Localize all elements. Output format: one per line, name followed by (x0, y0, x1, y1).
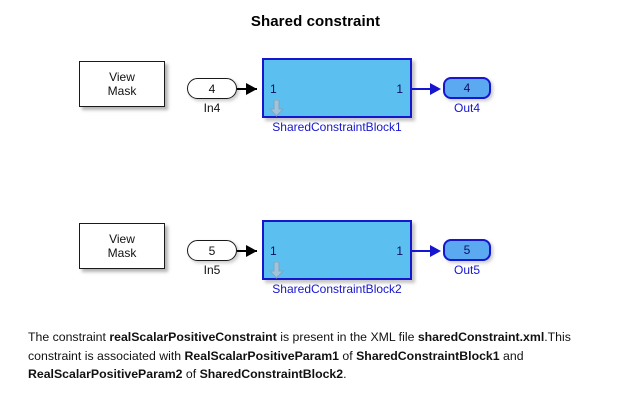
view-mask-button-2[interactable]: View Mask (79, 223, 165, 269)
page-title: Shared constraint (250, 13, 381, 30)
down-arrow-icon (269, 262, 284, 279)
inport-block-in4[interactable]: 4 (187, 78, 237, 99)
block-output-port-number: 1 (396, 244, 403, 258)
caption-seg-9: and (499, 348, 524, 363)
outport-number: 5 (463, 243, 471, 257)
block-label-1: SharedConstraintBlock1 (272, 120, 402, 134)
caption-seg-5: .This constraint is associated with (28, 330, 571, 363)
inport-number: 5 (208, 243, 216, 258)
signal-arrow-out-2 (430, 244, 441, 257)
caption-param-1: RealScalarPositiveParam1 (184, 348, 340, 363)
signal-line-out-1 (412, 88, 438, 90)
diagram-caption: The constraint realScalarPositiveConstra… (28, 328, 618, 384)
block-input-port-number: 1 (270, 82, 277, 96)
shared-constraint-block-1[interactable]: 1 1 (262, 58, 412, 118)
view-mask-label: View Mask (107, 232, 137, 260)
inport-label-in4: In4 (203, 101, 221, 115)
caption-seg-11: of (182, 367, 200, 381)
signal-arrow-out-1 (430, 82, 441, 95)
outport-block-out4[interactable]: 4 (443, 77, 491, 99)
caption-block-1: SharedConstraintBlock1 (356, 348, 500, 363)
block-input-port-number: 1 (270, 244, 277, 258)
caption-constraint-name: realScalarPositiveConstraint (109, 330, 277, 344)
caption-seg-1: The constraint (28, 330, 110, 344)
outport-label-out5: Out5 (453, 263, 480, 277)
inport-number: 4 (208, 81, 216, 96)
shared-constraint-block-2[interactable]: 1 1 (262, 220, 412, 280)
caption-param-2: RealScalarPositiveParam2 (28, 367, 183, 381)
signal-arrow-in-1 (246, 82, 257, 95)
signal-line-out-2 (412, 250, 438, 252)
outport-number: 4 (463, 81, 471, 95)
caption-xml-file: sharedConstraint.xml (417, 330, 545, 344)
outport-block-out5[interactable]: 5 (443, 239, 491, 261)
block-row-1: View Mask 4 In4 1 1 SharedConstraintBloc… (0, 52, 631, 147)
caption-block-2: SharedConstraintBlock2 (199, 367, 344, 381)
view-mask-button-1[interactable]: View Mask (79, 61, 165, 107)
inport-block-in5[interactable]: 5 (187, 240, 237, 261)
outport-label-out4: Out4 (453, 101, 480, 115)
caption-seg-13: . (343, 367, 347, 381)
block-output-port-number: 1 (396, 82, 403, 96)
view-mask-label: View Mask (107, 70, 137, 98)
block-label-2: SharedConstraintBlock2 (272, 282, 402, 296)
block-row-2: View Mask 5 In5 1 1 SharedConstraintBloc… (0, 214, 631, 309)
caption-seg-7: of (339, 348, 357, 363)
caption-seg-3: is present in the XML file (276, 330, 418, 344)
signal-arrow-in-2 (246, 244, 257, 257)
inport-label-in5: In5 (203, 263, 221, 277)
down-arrow-icon (269, 100, 284, 117)
